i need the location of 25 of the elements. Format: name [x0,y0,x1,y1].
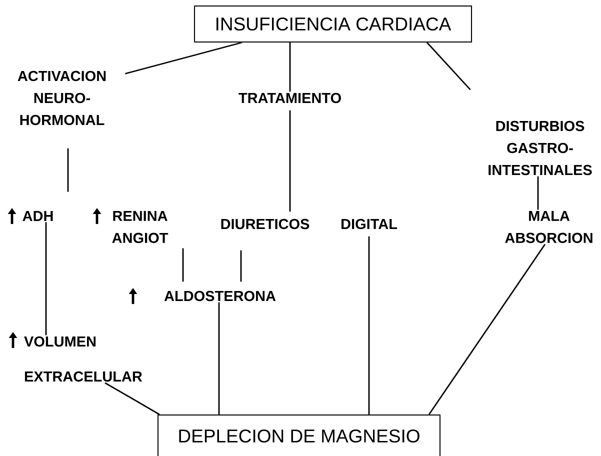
node-label: ADH [22,211,53,221]
connector-line [182,248,184,282]
node-label: RENINA ANGIOT [112,210,168,244]
connector-line [428,244,546,415]
node-label: VOLUMEN EXTRACELULAR [24,336,142,382]
connector-line [240,250,242,282]
node-label: DISTURBIOS GASTRO- INTESTINALES [488,120,592,176]
node-label: MALA ABSORCION [505,210,592,244]
connector-line [289,42,291,92]
connector-line [104,382,160,416]
connector-line [125,42,242,74]
connector-line [45,222,47,336]
node-label: TRATAMIENTO [238,92,341,104]
result-box: DEPLECION DE MAGNESIO [158,414,440,456]
node-label: DIGITAL [342,218,398,230]
connector-line [289,110,291,212]
connector-line [537,176,539,210]
connector-line [426,42,471,90]
connector-line [67,148,69,192]
title-box: INSUFICIENCIA CARDIACA [194,6,472,42]
node-label: DIURETICOS [221,218,310,230]
connector-line [368,236,370,414]
connector-line [218,302,220,414]
node-label: ALDOSTERONA [164,290,276,302]
node-label: ACTIVACION NEURO- HORMONAL [18,70,106,126]
